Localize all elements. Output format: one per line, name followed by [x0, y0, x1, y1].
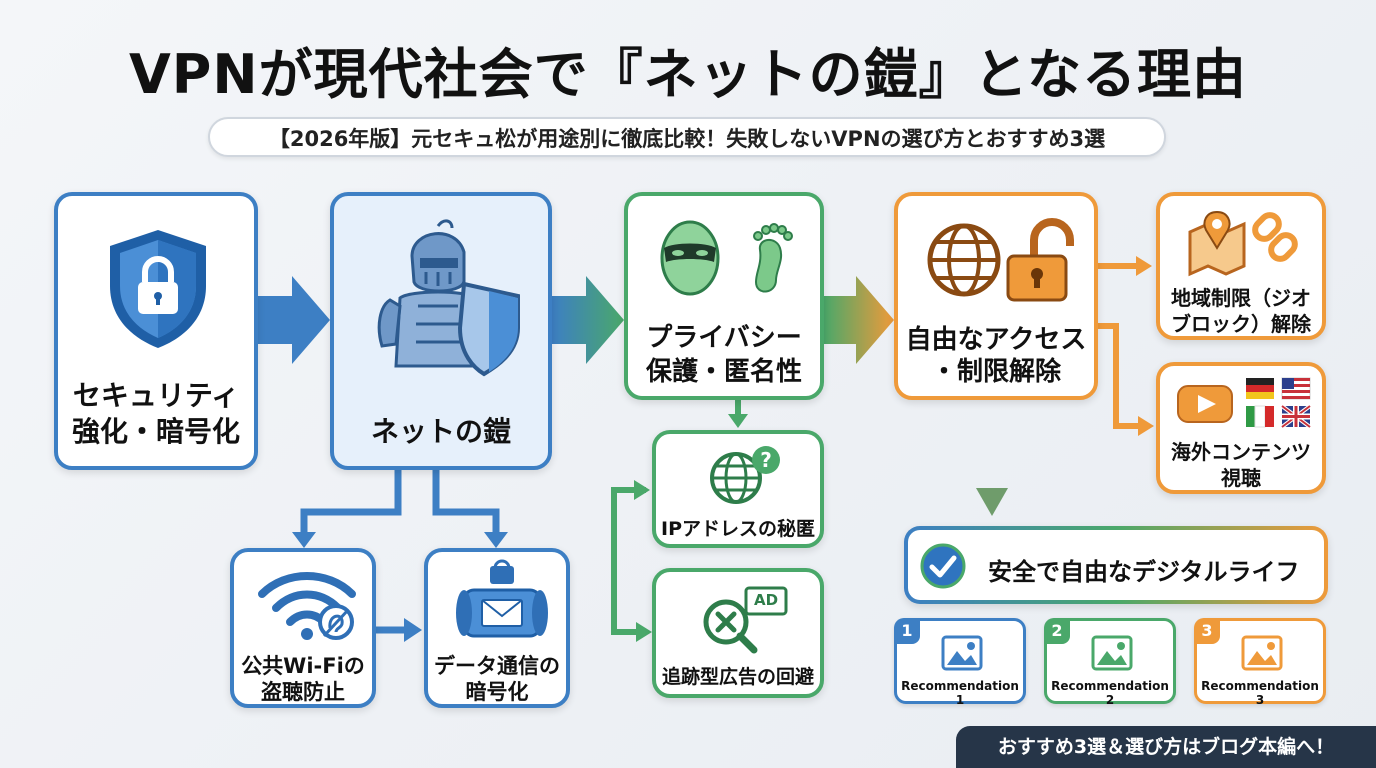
ip-label: IPアドレスの秘匿: [661, 518, 815, 540]
armor-label: ネットの鎧: [370, 415, 511, 448]
subtitle-pill: 【2026年版】元セキュ松が用途別に徹底比較！失敗しないVPNの選び方とおすすめ…: [208, 117, 1166, 157]
security-card: セキュリティ 強化・暗号化: [54, 192, 258, 470]
geoblock-card: 地域制限（ジオ ブロック）解除: [1156, 192, 1326, 340]
overseas-card: 海外コンテンツ 視聴: [1156, 362, 1326, 494]
image-placeholder-icon: [1241, 635, 1283, 671]
unlocked-padlock-icon: [1006, 218, 1074, 302]
security-label-2: 強化・暗号化: [71, 415, 240, 448]
ads-label: 追跡型広告の回避: [661, 666, 814, 688]
encryption-label-2: 暗号化: [465, 680, 529, 704]
security-label-1: セキュリティ: [72, 379, 240, 412]
privacy-label-1: プライバシー: [646, 323, 802, 353]
ads-card: AD 追跡型広告の回避: [652, 568, 824, 698]
masked-face-icon: [660, 220, 720, 296]
recommendation-number-2: 2: [1044, 618, 1070, 644]
blog-link-footer[interactable]: おすすめ3選＆選び方はブログ本編へ！: [956, 726, 1376, 768]
arrow-security-to-armor: [258, 276, 330, 364]
footprint-icon: [753, 223, 793, 293]
globe-question-icon: ?: [710, 446, 780, 504]
knight-armor-icon: [377, 219, 520, 377]
recommendation-label-1: Recommendation 1: [901, 679, 1019, 707]
access-label-2: ・制限解除: [930, 357, 1061, 387]
country-flags-icon: [1246, 377, 1312, 429]
map-pin-link-icon: [1188, 210, 1298, 277]
encrypted-envelope-icon: [456, 559, 548, 638]
privacy-card: プライバシー 保護・匿名性: [624, 192, 824, 400]
recommendation-card-2[interactable]: 2 Recommendation 2: [1044, 618, 1176, 707]
shield-lock-icon: [110, 230, 206, 348]
bracket-ip-ads: [611, 487, 646, 635]
privacy-label-2: 保護・匿名性: [645, 357, 802, 387]
arrow-armor-to-encryption: [432, 470, 500, 534]
geoblock-label-2: ブロック）解除: [1171, 312, 1311, 336]
overseas-label-2: 視聴: [1221, 466, 1261, 490]
armor-card: ネットの鎧: [330, 192, 552, 470]
svg-text:?: ?: [760, 448, 772, 472]
recommendation-label-3: Recommendation 3: [1201, 679, 1319, 707]
geoblock-label-1: 地域制限（ジオ: [1171, 286, 1311, 310]
wifi-ear-icon: [258, 572, 356, 640]
wifi-label-1: 公共Wi-Fiの: [241, 654, 365, 678]
arrow-armor-to-wifi: [300, 470, 402, 534]
recommendation-label-2: Recommendation 2: [1051, 679, 1169, 707]
digital-life-banner: 安全で自由なデジタルライフ: [904, 526, 1328, 604]
encryption-label-1: データ通信の: [434, 654, 560, 678]
access-card: 自由なアクセス ・制限解除: [894, 192, 1098, 400]
recommendation-number-3: 3: [1194, 618, 1220, 644]
image-placeholder-icon: [941, 635, 983, 671]
ad-block-magnifier-icon: [703, 586, 788, 654]
recommendation-card-1[interactable]: 1 Recommendation 1: [894, 618, 1026, 707]
arrow-armor-to-privacy: [552, 276, 624, 364]
page-title: VPNが現代社会で『ネットの鎧』となる理由: [129, 43, 1247, 106]
overseas-label-1: 海外コンテンツ: [1171, 440, 1311, 464]
wifi-card: 公共Wi-Fiの 盗聴防止: [230, 548, 376, 708]
recommendation-number-1: 1: [894, 618, 920, 644]
arrow-privacy-to-access: [824, 276, 894, 364]
ip-card: ? IPアドレスの秘匿: [652, 430, 824, 548]
ad-badge: AD: [753, 591, 779, 609]
image-placeholder-icon: [1091, 635, 1133, 671]
banner-text: 安全で自由なデジタルライフ: [988, 558, 1300, 586]
access-label-1: 自由なアクセス: [905, 325, 1087, 355]
check-circle-icon: [920, 543, 966, 589]
arrow-access-to-overseas: [1098, 323, 1140, 429]
video-play-icon: [1177, 385, 1233, 423]
recommendation-card-3[interactable]: 3 Recommendation 3: [1194, 618, 1326, 707]
globe-icon: [927, 223, 1001, 297]
wifi-label-2: 盗聴防止: [261, 680, 345, 704]
encryption-card: データ通信の 暗号化: [424, 548, 570, 708]
